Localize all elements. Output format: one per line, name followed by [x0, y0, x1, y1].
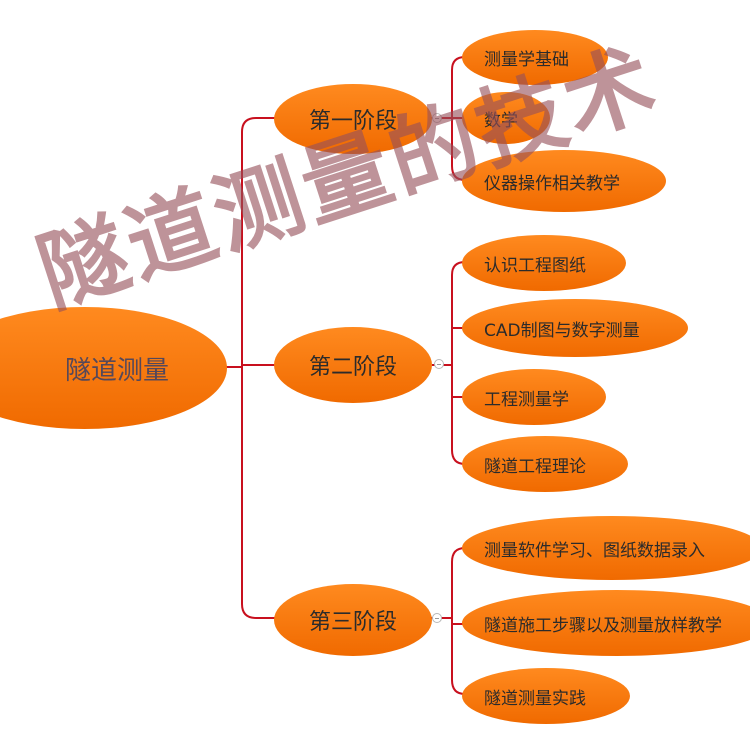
leaf-node[interactable]: 隧道施工步骤以及测量放样教学 — [462, 590, 750, 656]
leaf-node[interactable]: 测量学基础 — [462, 30, 608, 85]
root-node[interactable]: 隧道测量 — [0, 307, 227, 429]
leaf-label: CAD制图与数字测量 — [484, 320, 640, 341]
stage-node-3[interactable]: 第三阶段 — [274, 584, 432, 656]
stage-label-1: 第一阶段 — [308, 109, 397, 134]
collapse-toggle-2[interactable] — [434, 359, 444, 369]
leaf-label: 仪器操作相关教学 — [484, 173, 620, 194]
leaf-node[interactable]: CAD制图与数字测量 — [462, 299, 688, 357]
leaf-node[interactable]: 数学 — [462, 92, 550, 144]
leaf-label: 工程测量学 — [484, 389, 569, 410]
leaf-label: 认识工程图纸 — [484, 255, 586, 276]
leaf-node[interactable]: 测量软件学习、图纸数据录入 — [462, 516, 750, 580]
stage-node-2[interactable]: 第二阶段 — [274, 327, 432, 403]
connector-trunk — [241, 117, 278, 619]
leaf-label: 测量学基础 — [484, 50, 569, 70]
stage-node-1[interactable]: 第一阶段 — [274, 84, 432, 154]
leaf-label: 隧道施工步骤以及测量放样教学 — [484, 615, 722, 636]
collapse-toggle-3[interactable] — [432, 613, 442, 623]
leaf-node[interactable]: 仪器操作相关教学 — [462, 150, 666, 212]
leaf-label: 隧道工程理论 — [484, 456, 586, 477]
stage-label-2: 第二阶段 — [308, 355, 397, 380]
leaf-node[interactable]: 隧道测量实践 — [462, 668, 630, 724]
leaf-label: 数学 — [484, 110, 518, 131]
stage-label-3: 第三阶段 — [308, 610, 397, 635]
leaf-node[interactable]: 工程测量学 — [462, 369, 606, 425]
leaf-label: 测量软件学习、图纸数据录入 — [484, 540, 705, 561]
leaf-node[interactable]: 隧道工程理论 — [462, 436, 628, 492]
root-label: 隧道测量 — [64, 355, 169, 386]
collapse-toggle-1[interactable] — [432, 113, 442, 123]
leaf-node[interactable]: 认识工程图纸 — [462, 235, 626, 291]
leaf-label: 隧道测量实践 — [484, 688, 586, 709]
